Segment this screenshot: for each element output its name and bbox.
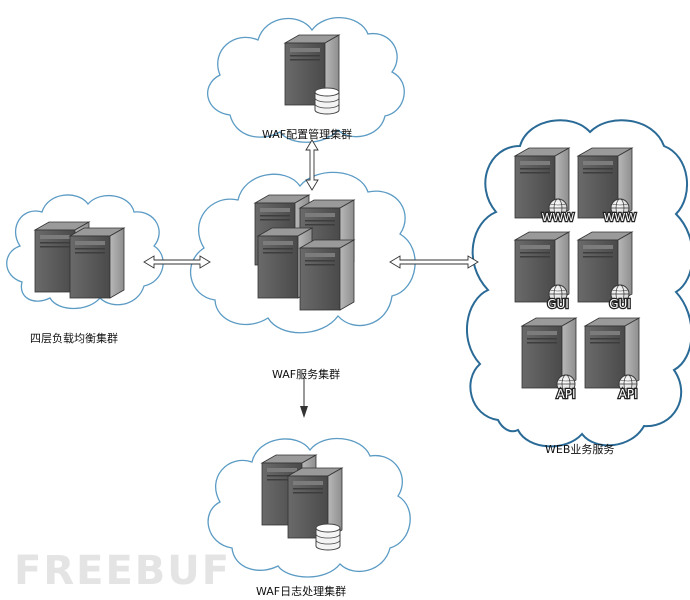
server-gui-1: GUI bbox=[514, 231, 570, 312]
server-gui-2: GUI bbox=[577, 231, 633, 312]
arrow-config-to-service bbox=[305, 139, 319, 191]
badge-www-2: WWW bbox=[604, 211, 637, 224]
server-www-1: WWW bbox=[514, 147, 576, 225]
label-web-business: WEB业务服务 bbox=[545, 443, 615, 456]
label-waf-config: WAF配置管理集群 bbox=[262, 128, 353, 141]
badge-api-2: API bbox=[619, 387, 638, 401]
server-api-1: API bbox=[521, 317, 577, 402]
label-waf-service: WAF服务集群 bbox=[272, 368, 341, 381]
badge-gui-1: GUI bbox=[547, 297, 569, 311]
server-waf-service bbox=[254, 194, 355, 311]
server-l4-lb bbox=[34, 221, 125, 299]
arrow-service-to-web bbox=[389, 255, 479, 269]
arrow-service-to-log bbox=[300, 378, 308, 418]
server-waf-config bbox=[284, 34, 340, 115]
server-www-2: WWW bbox=[577, 147, 638, 225]
arrow-lb-to-service bbox=[143, 255, 211, 269]
freebuf-watermark: FREEBUF bbox=[14, 548, 232, 594]
badge-www-1: WWW bbox=[542, 211, 575, 224]
badge-gui-2: GUI bbox=[609, 297, 631, 311]
label-l4-lb: 四层负载均衡集群 bbox=[30, 332, 118, 345]
server-api-2: API bbox=[584, 317, 640, 402]
badge-api-1: API bbox=[557, 387, 576, 401]
label-waf-log: WAF日志处理集群 bbox=[256, 585, 347, 598]
